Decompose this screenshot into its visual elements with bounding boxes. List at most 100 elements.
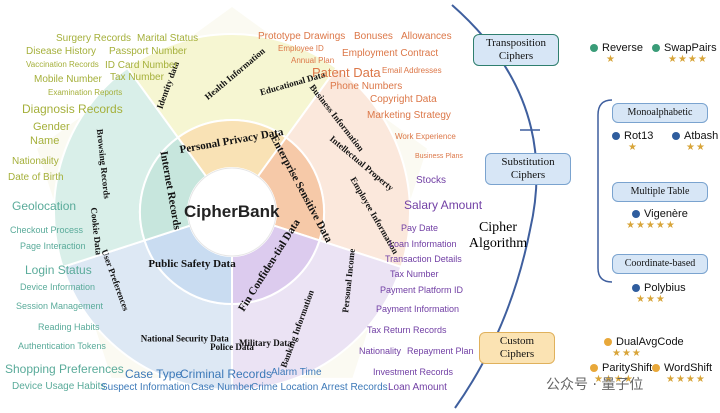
keyword-personal-12: Nationality	[12, 156, 59, 167]
keyword-financial-2: Pay Date	[401, 223, 439, 233]
keyword-financial-0: Stocks	[416, 175, 447, 186]
method-name: Reverse	[602, 42, 643, 54]
category-box-2: Custom Ciphers	[479, 332, 555, 364]
keyword-internet-1: Checkout Process	[10, 225, 84, 235]
keyword-personal-8: Examination Reports	[48, 88, 123, 97]
method-name: WordShift	[664, 362, 713, 374]
cipher-method-3: Atbash	[672, 130, 718, 142]
keyword-personal-4: Vaccination Records	[26, 60, 99, 69]
keyword-financial-11: Investment Records	[373, 367, 454, 377]
keyword-enterprise-2: Allowances	[401, 31, 452, 42]
subgroup-box-0: Monoalphabetic	[612, 103, 708, 123]
keyword-personal-2: Disease History	[26, 46, 97, 57]
keyword-personal-10: Gender	[33, 121, 70, 133]
keyword-financial-9: Nationality	[359, 346, 402, 356]
keyword-financial-12: Loan Amount	[388, 382, 447, 393]
cipher-method-6: DualAvgCode	[604, 336, 684, 348]
keyword-enterprise-7: Email Addresses	[382, 66, 442, 75]
keyword-financial-4: Transaction Details	[385, 254, 462, 264]
cipher-method-4: Vigenère	[632, 208, 688, 220]
method-dot-icon	[632, 284, 640, 292]
keyword-financial-7: Payment Information	[376, 304, 460, 314]
keyword-public-2: Alarm Time	[271, 367, 322, 378]
keyword-personal-13: Date of Birth	[8, 172, 64, 183]
difficulty-stars: ★★★★	[668, 54, 708, 65]
keyword-enterprise-8: Phone Numbers	[330, 81, 403, 92]
keyword-enterprise-3: Employee ID	[278, 44, 324, 53]
keyword-enterprise-6: Patent Data	[312, 65, 381, 80]
watermark: 公众号 · 量子位	[546, 377, 644, 393]
category-box-1: Substitution Ciphers	[485, 153, 571, 185]
keyword-enterprise-4: Annual Plan	[291, 56, 335, 65]
method-dot-icon	[590, 44, 598, 52]
keyword-personal-0: Surgery Records	[56, 33, 132, 44]
keyword-public-0: Case Type	[125, 367, 183, 381]
cipher-algorithm-label: Cipher Algorithm	[468, 220, 528, 252]
keyword-internet-7: Authentication Tokens	[18, 341, 106, 351]
method-dot-icon	[632, 210, 640, 218]
method-name: Rot13	[624, 130, 654, 142]
method-name: Polybius	[644, 282, 686, 294]
keyword-financial-1: Salary Amount	[404, 198, 483, 212]
keyword-personal-11: Name	[30, 135, 60, 147]
keyword-internet-9: Device Usage Habits	[12, 381, 106, 392]
keyword-internet-4: Device Information	[20, 282, 96, 292]
method-dot-icon	[652, 44, 660, 52]
outer-label-9: Police Data	[210, 342, 254, 352]
cipher-method-7: ParityShift	[590, 362, 652, 374]
method-dot-icon	[612, 132, 620, 140]
keyword-personal-5: ID Card Number	[105, 60, 178, 71]
method-dot-icon	[652, 364, 660, 372]
keyword-internet-2: Page Interaction	[20, 241, 86, 251]
method-dot-icon	[672, 132, 680, 140]
keyword-personal-3: Passport Number	[109, 46, 187, 57]
keyword-personal-6: Mobile Number	[34, 74, 102, 85]
keyword-public-3: Suspect Information	[101, 382, 190, 393]
difficulty-stars: ★	[628, 142, 638, 153]
cipher-method-8: WordShift	[652, 362, 712, 374]
keyword-personal-9: Diagnosis Records	[22, 102, 123, 116]
cipher-method-0: Reverse	[590, 42, 643, 54]
keyword-internet-6: Reading Habits	[38, 322, 100, 332]
keyword-internet-5: Session Management	[16, 301, 104, 311]
method-name: ParityShift	[602, 362, 653, 374]
keyword-financial-3: Loan Information	[389, 239, 457, 249]
difficulty-stars: ★★★★★	[626, 220, 676, 231]
keyword-financial-10: Repayment Plan	[407, 346, 474, 356]
keyword-financial-8: Tax Return Records	[367, 325, 447, 335]
subgroup-box-2: Coordinate-based	[612, 254, 708, 274]
difficulty-stars: ★★	[686, 142, 706, 153]
keyword-enterprise-9: Copyright Data	[370, 94, 437, 105]
keyword-public-1: Criminal Records	[180, 367, 273, 381]
keyword-enterprise-5: Employment Contract	[342, 48, 439, 59]
keyword-enterprise-12: Business Plans	[415, 153, 463, 160]
difficulty-stars: ★★★	[612, 348, 642, 359]
method-dot-icon	[590, 364, 598, 372]
difficulty-stars: ★★★	[636, 294, 666, 305]
method-name: SwapPairs	[664, 42, 717, 54]
difficulty-stars: ★★★★	[594, 374, 634, 385]
method-name: Atbash	[684, 130, 719, 142]
subgroup-box-1: Multiple Table	[612, 182, 708, 202]
keyword-enterprise-11: Work Experience	[395, 132, 456, 141]
difficulty-stars: ★★★★	[666, 374, 706, 385]
method-name: DualAvgCode	[616, 336, 684, 348]
method-name: Vigenère	[644, 208, 688, 220]
substitution-bracket	[597, 99, 613, 283]
keyword-enterprise-10: Marketing Strategy	[367, 110, 451, 121]
keyword-enterprise-0: Prototype Drawings	[258, 31, 346, 42]
outer-label-8: Military Data	[239, 338, 292, 348]
keyword-financial-5: Tax Number	[390, 269, 439, 279]
keyword-enterprise-1: Bonuses	[354, 31, 393, 42]
keyword-financial-6: Payment Platform ID	[380, 285, 464, 295]
keyword-internet-8: Shopping Preferences	[5, 362, 124, 376]
keyword-internet-0: Geolocation	[12, 199, 77, 213]
center-circle	[187, 167, 277, 257]
center-logo: CipherBank	[184, 202, 280, 221]
keyword-public-6: Arrest Records	[321, 382, 388, 393]
inner-label-3: Public Safety Data	[148, 258, 236, 270]
cipher-method-5: Polybius	[632, 282, 686, 294]
keyword-personal-1: Marital Status	[137, 33, 199, 44]
